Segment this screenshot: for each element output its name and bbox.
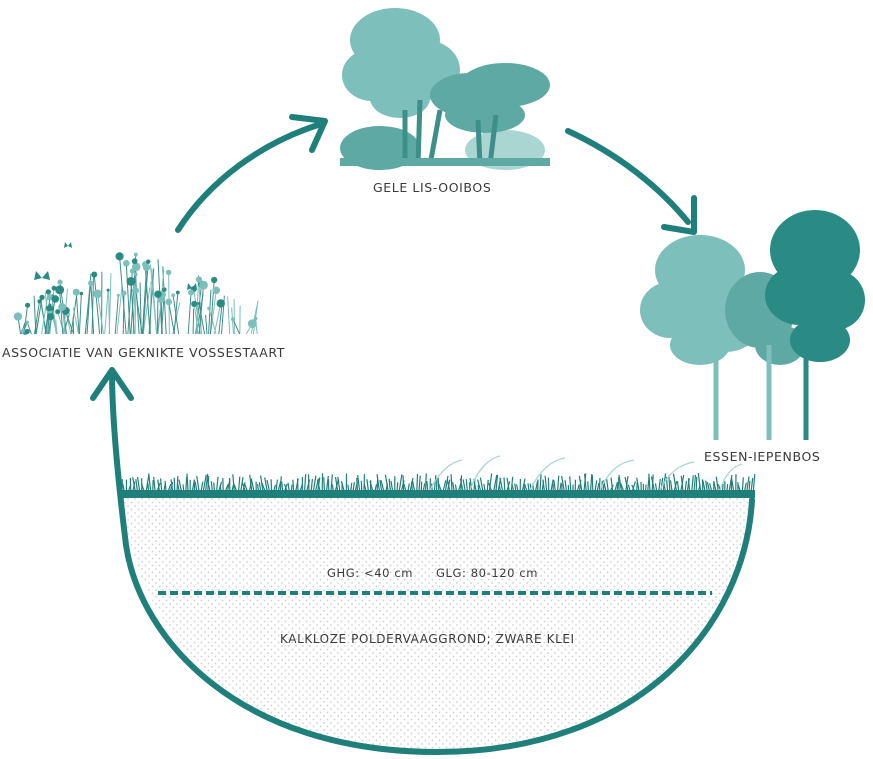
arrowhead-right-icon (289, 114, 328, 153)
arrow-heads (90, 114, 697, 401)
arrowhead-down-icon (661, 195, 697, 235)
stage-label-essen-iepenbos: ESSEN-IEPENBOS (704, 449, 821, 464)
ghg-label: GHG: <40 cm (327, 566, 414, 580)
glg-label: GLG: 80-120 cm (436, 566, 539, 580)
grass-strip (121, 455, 756, 498)
arrow-gele-to-essen (565, 128, 691, 225)
soil-profile (123, 497, 752, 755)
cycle-arrows (109, 122, 755, 756)
meadow-illustration (13, 242, 259, 335)
stage-label-associatie: ASSOCIATIE VAN GEKNIKTE VOSSESTAART (2, 345, 286, 360)
arrow-assoc-to-gele (175, 122, 321, 233)
stage-label-gele-lis-ooibos: GELE LIS-OOIBOS (373, 180, 492, 195)
arrowhead-up-icon (90, 367, 134, 401)
butterfly-icon (64, 242, 72, 248)
butterfly-icon (34, 271, 50, 280)
soil-type-label: KALKLOZE POLDERVAAGGROND; ZWARE KLEI (280, 632, 575, 646)
essen-iepenbos-illustration (640, 210, 865, 440)
butterfly-icon (187, 283, 197, 290)
gele-lis-ooibos-illustration (340, 8, 550, 170)
arrow-bowl (109, 369, 755, 756)
